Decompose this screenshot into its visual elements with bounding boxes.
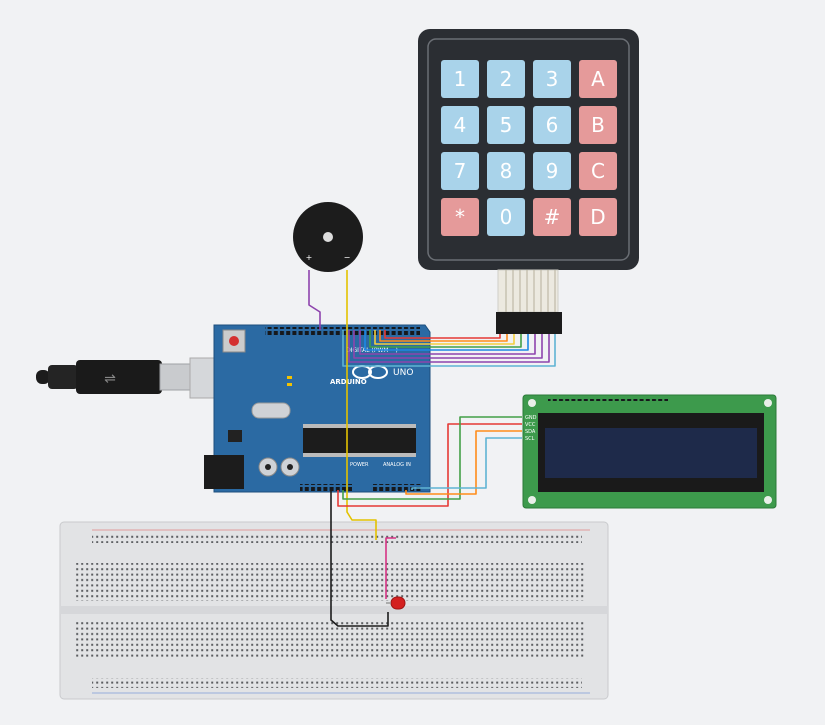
- keypad-key: 9: [533, 152, 571, 190]
- power-rail-top: [92, 533, 582, 543]
- keypad-key: 7: [441, 152, 479, 190]
- keypad-key-label: C: [591, 159, 605, 183]
- wire-lcd-gnd: [342, 416, 522, 500]
- lcd-pin-label: SDA: [525, 429, 536, 435]
- buzzer-minus: −: [344, 253, 351, 262]
- brand-label: ARDUINO: [330, 378, 367, 386]
- wire-keypad-5: [364, 330, 529, 351]
- keypad-key-label: A: [591, 67, 605, 91]
- lcd-pin-label: SCL: [525, 436, 535, 442]
- model-label: UNO: [393, 368, 413, 378]
- keypad-key-label: D: [590, 205, 605, 229]
- keypad-key: *: [441, 198, 479, 236]
- keypad-key: 5: [487, 106, 525, 144]
- wire-keypad-4: [369, 330, 522, 348]
- wire-keypad-3: [374, 330, 515, 345]
- wire-keypad-7: [353, 330, 543, 359]
- keypad-key-label: #: [544, 205, 561, 229]
- piezo-buzzer: + −: [293, 202, 363, 272]
- crystal: [251, 402, 291, 419]
- terminal-strip-lower: [76, 620, 586, 658]
- power-header: [300, 484, 352, 492]
- analog-label: ANALOG IN: [383, 462, 411, 468]
- keypad-key-label: 5: [500, 113, 513, 137]
- keypad-4x4: 1 2 3 A 4 5 6 B 7 8 9 C * 0 # D: [418, 29, 639, 334]
- keypad-key: 6: [533, 106, 571, 144]
- wire-keypad-6: [359, 330, 536, 355]
- keypad-key-label: 6: [546, 113, 559, 137]
- usb-cable: ⇌: [36, 360, 191, 394]
- keypad-key: B: [579, 106, 617, 144]
- keypad-key: 3: [533, 60, 571, 98]
- breadboard: [59, 521, 609, 700]
- keypad-ribbon: [496, 269, 562, 334]
- keypad-key: 1: [441, 60, 479, 98]
- wire-lcd-sda: [405, 430, 522, 495]
- keypad-key: 2: [487, 60, 525, 98]
- keypad-key-label: 0: [500, 205, 513, 229]
- power-rail-bottom: [92, 678, 582, 688]
- lcd-pin-label: VCC: [525, 422, 536, 428]
- keypad-key-label: 4: [454, 113, 467, 137]
- keypad-key-label: 9: [546, 159, 559, 183]
- keypad-key: #: [533, 198, 571, 236]
- wire-keypad-1: [384, 330, 501, 339]
- wire-buzzer-minus: [346, 270, 377, 540]
- buzzer-plus: +: [306, 253, 313, 262]
- keypad-key-label: *: [455, 205, 465, 229]
- keypad-key: D: [579, 198, 617, 236]
- power-label: POWER: [350, 462, 369, 468]
- keypad-key-label: 1: [454, 67, 467, 91]
- keypad-key-label: 2: [500, 67, 513, 91]
- wire-buzzer-plus: [308, 270, 321, 330]
- keypad-key: 8: [487, 152, 525, 190]
- lcd-pin-label: GND: [525, 415, 537, 421]
- wire-lcd-vcc: [337, 423, 522, 507]
- wire-led: [385, 537, 396, 599]
- usb-icon: ⇌: [104, 371, 116, 387]
- red-led: [386, 596, 406, 610]
- wire-lcd-scl: [411, 437, 522, 490]
- wire-gnd: [330, 490, 389, 627]
- wire-keypad-8: [348, 330, 550, 363]
- keypad-key: A: [579, 60, 617, 98]
- lcd-screen: [545, 428, 757, 478]
- wire-keypad-9: [342, 330, 556, 367]
- atmega-chip: [303, 428, 416, 453]
- analog-header: [371, 484, 421, 492]
- keypad-key-label: 7: [454, 159, 467, 183]
- keypad-key: 4: [441, 106, 479, 144]
- keypad-key-label: 3: [546, 67, 559, 91]
- keypad-key: 0: [487, 198, 525, 236]
- keypad-key-label: 8: [500, 159, 513, 183]
- wires: [308, 270, 556, 627]
- power-jack: [204, 455, 244, 489]
- wire-keypad-2: [379, 330, 508, 342]
- keypad-key-label: B: [591, 113, 605, 137]
- keypad-key: C: [579, 152, 617, 190]
